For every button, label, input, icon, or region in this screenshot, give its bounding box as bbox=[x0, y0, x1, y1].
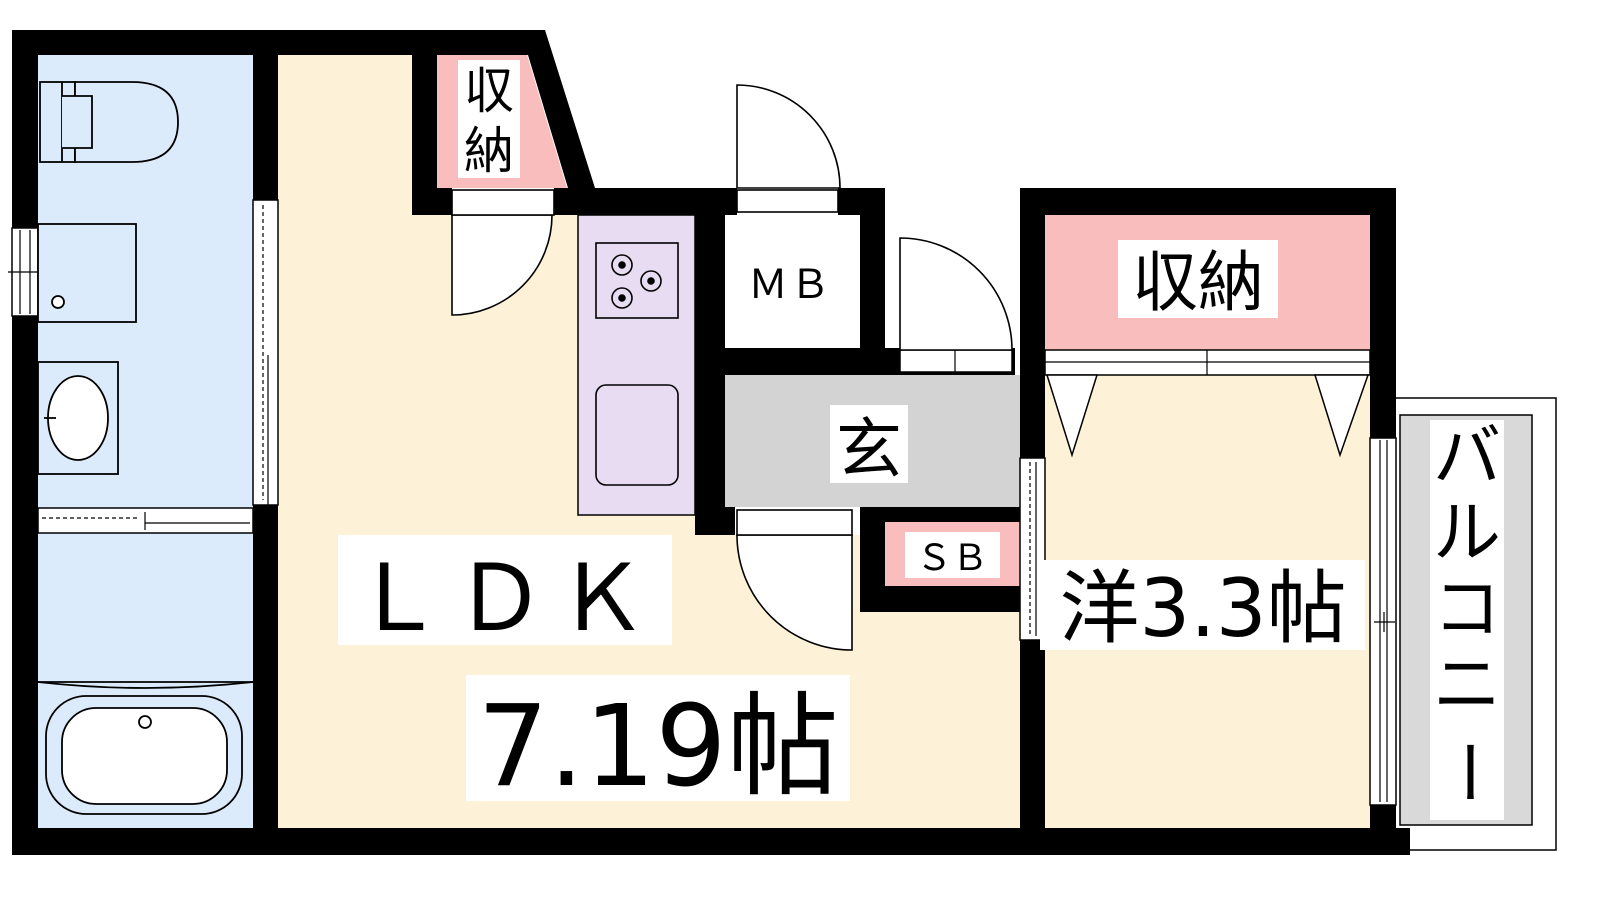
washbasin-icon bbox=[37, 361, 119, 475]
western-room-label: 洋3.3帖 bbox=[1059, 562, 1346, 655]
bathtub-icon bbox=[37, 681, 254, 815]
window-lines bbox=[8, 205, 1395, 802]
entrance-label: 玄 bbox=[836, 411, 902, 488]
door-swings bbox=[451, 84, 1013, 651]
meter-box-fill bbox=[725, 215, 860, 348]
shoe-box-label: ＳＢ bbox=[916, 538, 988, 579]
ldk-name-label: ＬＤＫ bbox=[352, 545, 658, 652]
balcony-label-char-4: ニ bbox=[1433, 646, 1501, 725]
washing-machine-icon bbox=[37, 223, 137, 323]
balcony-label-char-5: ー bbox=[1427, 738, 1506, 806]
toilet-icon bbox=[39, 81, 179, 163]
closet-door-icons bbox=[1045, 374, 1370, 458]
stove-icon bbox=[595, 242, 679, 319]
storage-small-label-1: 収 bbox=[464, 62, 514, 120]
meter-box-label: ＭＢ bbox=[748, 262, 832, 308]
storage-large-label: 収納 bbox=[1132, 244, 1264, 321]
balcony-label-char-2: ル bbox=[1433, 494, 1501, 573]
storage-small-label-2: 納 bbox=[464, 122, 514, 180]
ldk-size-label: 7.19帖 bbox=[477, 682, 838, 812]
sink-icon bbox=[595, 384, 679, 486]
balcony-label-char-1: バ bbox=[1433, 418, 1501, 497]
balcony-label-char-3: コ bbox=[1433, 570, 1501, 649]
